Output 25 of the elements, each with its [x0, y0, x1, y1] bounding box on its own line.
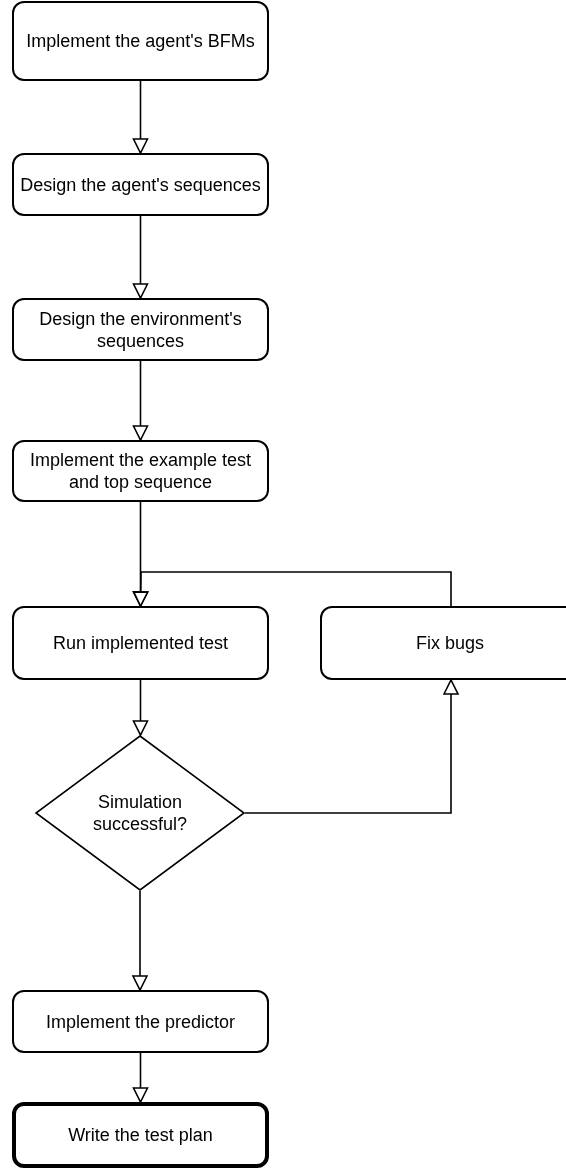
- process-box: [320, 606, 566, 680]
- process-box: [12, 440, 269, 502]
- process-box: [12, 298, 269, 361]
- node-label: Design the agent's sequences: [20, 173, 261, 196]
- process-box: [12, 990, 269, 1053]
- arrow: [132, 679, 149, 736]
- node-label: Write the test plan: [68, 1124, 213, 1146]
- arrow: [132, 360, 149, 441]
- arrow: [132, 571, 452, 607]
- arrow: [132, 1052, 149, 1103]
- node-label: Implement the example test and top sequence: [28, 449, 253, 493]
- process-box: [12, 1102, 269, 1168]
- arrow: [132, 215, 149, 299]
- node-label: Simulation successful?: [91, 791, 188, 835]
- process-box: [12, 606, 269, 680]
- arrow: [132, 890, 148, 991]
- process-box: [12, 1, 269, 81]
- node-label: Implement the predictor: [45, 1010, 236, 1033]
- node-label: Fix bugs: [416, 632, 484, 654]
- arrow: [244, 679, 459, 814]
- arrow: [132, 80, 149, 154]
- node-label: Design the environment's sequences: [38, 307, 243, 352]
- process-box: [12, 153, 269, 216]
- node-label: Implement the agent's BFMs: [26, 30, 255, 52]
- node-label: Run implemented test: [52, 632, 229, 654]
